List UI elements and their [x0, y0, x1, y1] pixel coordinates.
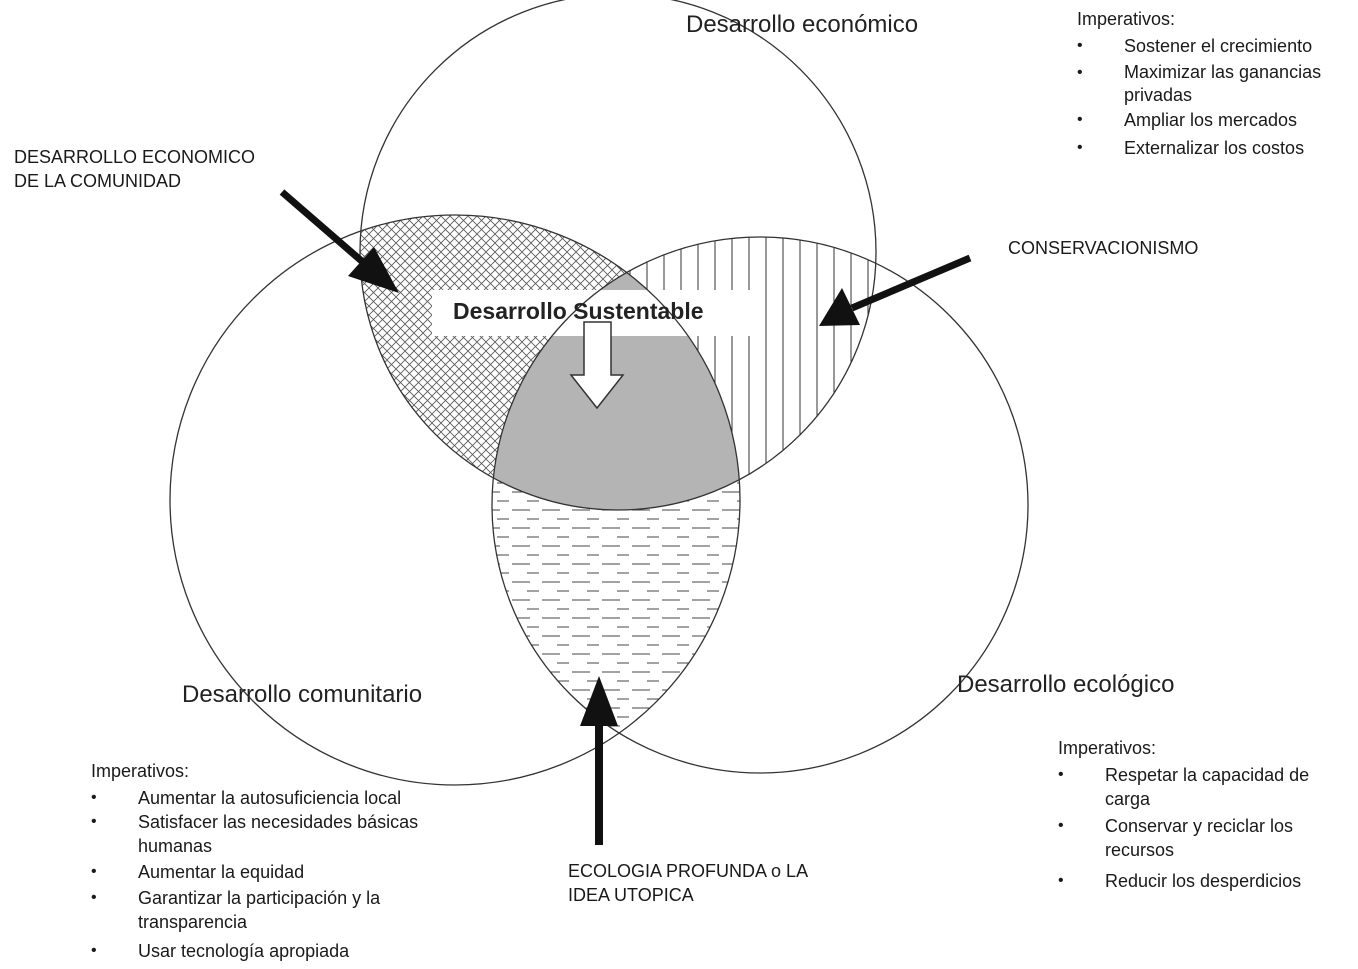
- label-ecological-development: Desarrollo ecológico: [957, 671, 1175, 698]
- list-item: Aumentar la equidad: [91, 860, 491, 884]
- arrow-community-economic: [279, 189, 399, 293]
- imperatives-economic: Imperativos: Sostener el crecimiento Max…: [1077, 9, 1352, 163]
- callout-conservation-line1: CONSERVACIONISMO: [1008, 238, 1199, 258]
- list-item-text: Sostener el crecimiento: [1124, 36, 1313, 56]
- region-sustainable: [492, 237, 740, 510]
- list-item-text: Conservar y reciclar los recursos: [1105, 816, 1294, 860]
- list-item: Satisfacer las necesidades básicas human…: [91, 810, 491, 858]
- label-economic-development: Desarrollo económico: [686, 11, 919, 38]
- list-item: Externalizar los costos: [1077, 136, 1352, 160]
- callout-community-economic: DESARROLLO ECONOMICO DE LA COMUNIDAD: [14, 145, 255, 194]
- list-item-text: Ampliar los mercados: [1124, 110, 1298, 130]
- list-item-text: Reducir los desperdicios: [1105, 871, 1302, 891]
- imperatives-economic-list: Sostener el crecimiento Maximizar las ga…: [1077, 34, 1352, 160]
- arrow-conservation: [819, 254, 972, 326]
- circle-community: [169, 214, 741, 786]
- list-item-text: Maximizar las ganancias privadas: [1124, 62, 1322, 105]
- imperatives-community-title: Imperativos:: [91, 761, 190, 781]
- callout-community-economic-line1: DESARROLLO ECONOMICO: [14, 147, 256, 167]
- label-sustainable-development: Desarrollo Sustentable: [453, 298, 704, 324]
- imperatives-ecological-title: Imperativos:: [1058, 738, 1157, 758]
- callout-deep-ecology-line1: ECOLOGIA PROFUNDA o LA: [568, 861, 809, 881]
- callout-community-economic-line2: DE LA COMUNIDAD: [14, 171, 182, 192]
- list-item: Conservar y reciclar los recursos: [1058, 814, 1353, 862]
- list-item: Usar tecnología apropiada: [91, 939, 491, 963]
- imperatives-economic-title: Imperativos:: [1077, 9, 1176, 29]
- list-item-text: Respetar la capacidad de carga: [1105, 765, 1310, 809]
- down-arrow-icon: [569, 321, 625, 410]
- imperatives-ecological: Imperativos: Respetar la capacidad de ca…: [1058, 738, 1353, 896]
- list-item: Respetar la capacidad de carga: [1058, 763, 1353, 811]
- callout-conservation: CONSERVACIONISMO: [1008, 236, 1198, 260]
- list-item-text: Usar tecnología apropiada: [138, 941, 350, 961]
- imperatives-ecological-list: Respetar la capacidad de carga Conservar…: [1058, 763, 1353, 893]
- list-item: Maximizar las ganancias privadas: [1077, 61, 1352, 107]
- callout-deep-ecology-line2: IDEA UTOPICA: [568, 885, 694, 906]
- list-item: Ampliar los mercados: [1077, 107, 1352, 133]
- list-item-text: Aumentar la autosuficiencia local: [138, 788, 402, 808]
- list-item-text: Aumentar la equidad: [138, 862, 305, 882]
- circle-economic: [359, 0, 877, 511]
- arrow-deep-ecology: [580, 676, 618, 845]
- list-item: Sostener el crecimiento: [1077, 34, 1352, 58]
- callout-deep-ecology: ECOLOGIA PROFUNDA o LA IDEA UTOPICA: [568, 859, 808, 908]
- circle-ecological: [491, 236, 1029, 774]
- list-item: Aumentar la autosuficiencia local: [91, 786, 491, 810]
- list-item: Garantizar la participación y la transpa…: [91, 886, 491, 934]
- imperatives-community: Imperativos: Aumentar la autosuficiencia…: [91, 761, 491, 966]
- list-item-text: Externalizar los costos: [1124, 138, 1305, 158]
- list-item: Reducir los desperdicios: [1058, 869, 1353, 893]
- list-item-text: Satisfacer las necesidades básicas human…: [138, 812, 419, 856]
- label-community-development: Desarrollo comunitario: [182, 681, 423, 708]
- imperatives-community-list: Aumentar la autosuficiencia local Satisf…: [91, 786, 491, 963]
- list-item-text: Garantizar la participación y la transpa…: [138, 888, 381, 932]
